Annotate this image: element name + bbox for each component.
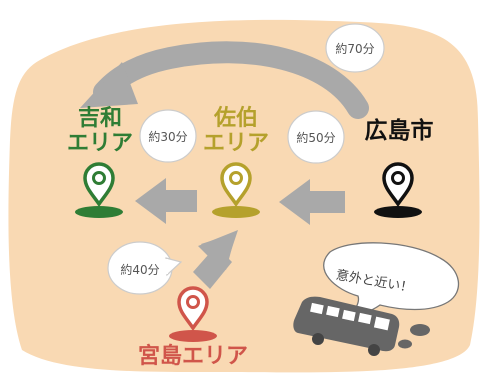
place-label-kiwa: 吉和 エリア xyxy=(62,106,138,156)
travel-time-bubble-70 xyxy=(325,23,385,73)
place-label-saeki-line1: 佐伯 xyxy=(213,106,258,131)
place-label-saeki: 佐伯 エリア xyxy=(198,106,274,156)
travel-time-50: 約50分 xyxy=(296,131,336,145)
place-label-hiroshima: 広島市 xyxy=(364,118,434,144)
map-pin-icon xyxy=(374,162,422,218)
arrow-saeki-to-kiwa xyxy=(135,178,197,224)
speech-bubble xyxy=(323,242,460,317)
bus-icon xyxy=(293,296,430,356)
travel-time-30: 約30分 xyxy=(148,130,188,144)
travel-time-bubble-40 xyxy=(107,241,183,295)
arrow-hiroshima-to-saeki xyxy=(279,179,345,225)
place-label-kiwa-line2: エリア xyxy=(66,130,133,156)
place-label-saeki-line2: エリア xyxy=(202,130,269,156)
travel-time-40: 約40分 xyxy=(120,263,160,277)
arrow-miyajima-to-saeki xyxy=(193,230,238,289)
travel-time-bubble-30 xyxy=(139,109,197,163)
curved-arrow-hiroshima-to-kiwa xyxy=(80,41,369,119)
travel-time-bubble-50 xyxy=(287,110,345,164)
travel-time-70: 約70分 xyxy=(335,42,375,56)
map-pin-icon xyxy=(212,162,260,218)
background-area xyxy=(8,19,480,373)
place-label-miyajima: 宮島エリア xyxy=(137,344,248,369)
map-pin-icon xyxy=(75,162,123,218)
place-label-kiwa-line1: 吉和 xyxy=(77,106,122,131)
map-pin-icon xyxy=(169,286,217,342)
